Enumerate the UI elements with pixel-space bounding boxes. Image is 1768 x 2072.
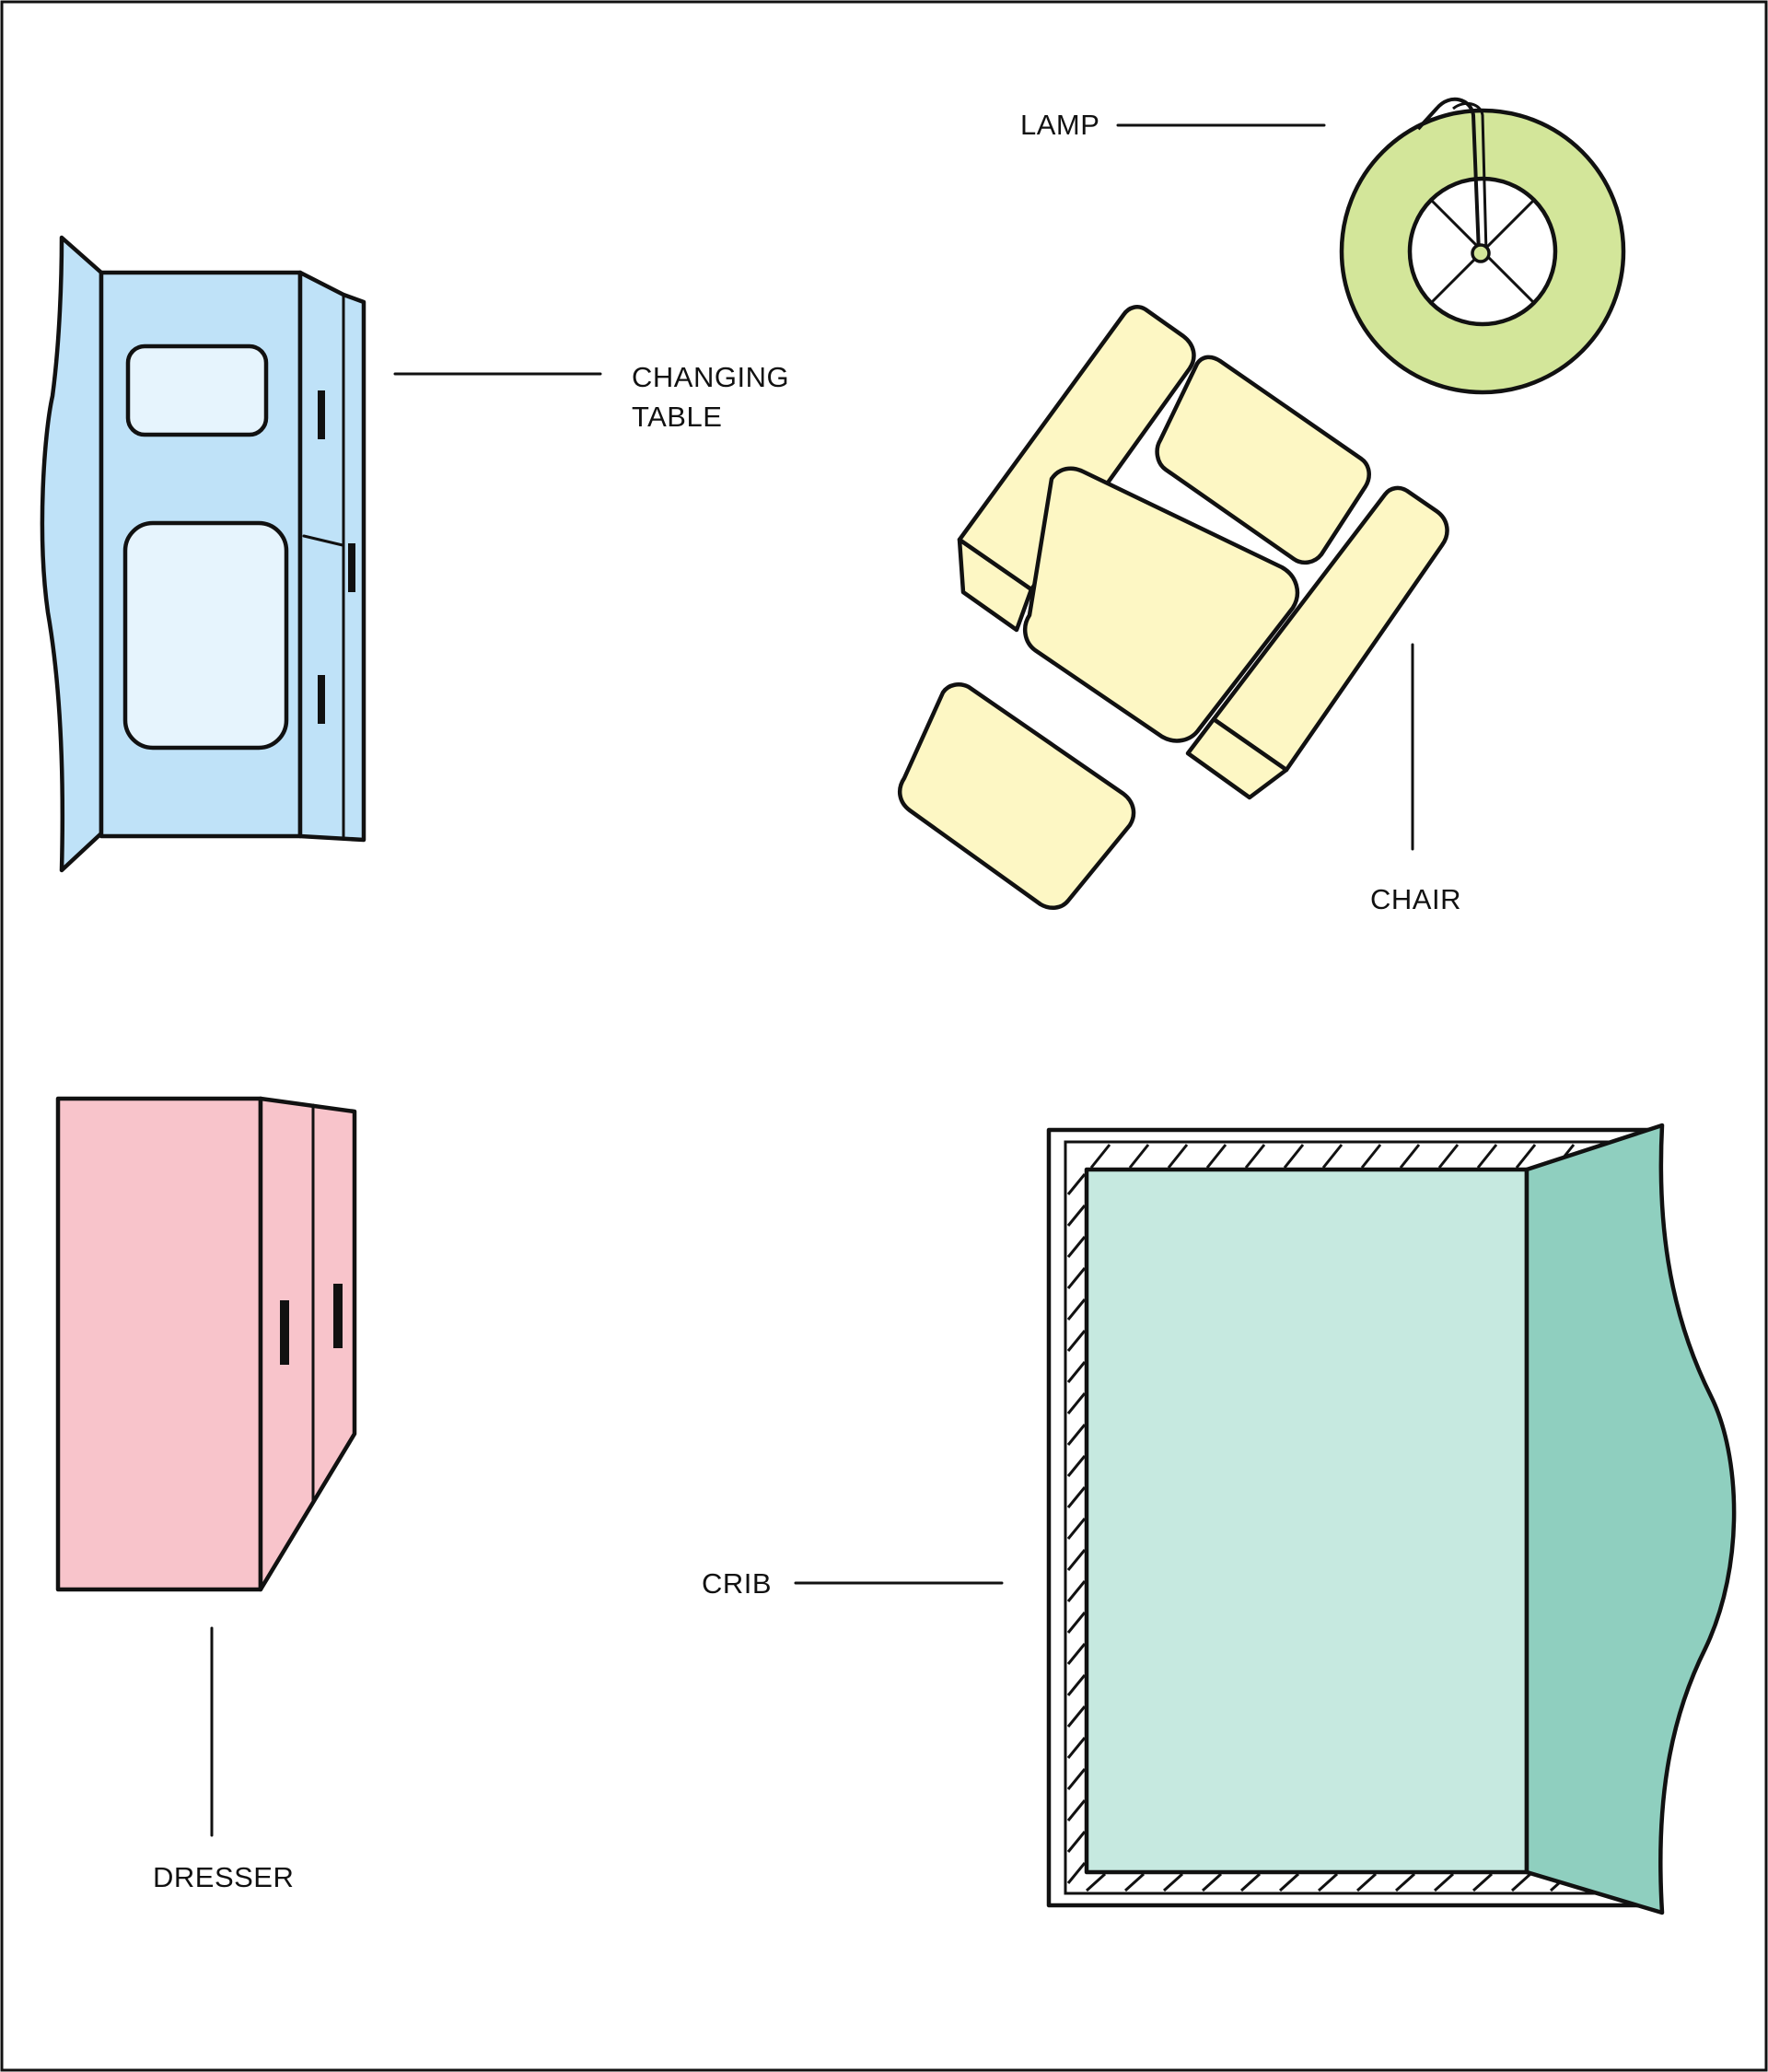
crib — [1046, 1123, 1737, 1915]
crib-slat — [1355, 1872, 1378, 1892]
crib-slat — [1066, 1173, 1087, 1195]
crib-slat — [1066, 1236, 1087, 1258]
crib-slat — [1476, 1144, 1498, 1169]
crib-slat — [1066, 1643, 1087, 1665]
chair — [897, 305, 1449, 910]
crib-slat — [1066, 1737, 1087, 1759]
changing-table-large-pad — [122, 520, 289, 751]
changing-table-drawer-split — [302, 534, 344, 547]
crib-slat — [1283, 1144, 1305, 1169]
dresser-label: DRESSER — [153, 1861, 294, 1893]
crib-slat — [1394, 1872, 1416, 1892]
crib-slat — [1066, 1392, 1087, 1414]
crib-slat — [1205, 1144, 1227, 1169]
crib-slat — [1437, 1144, 1460, 1169]
crib-slat — [1066, 1361, 1087, 1383]
chair-seat-cushion — [1022, 466, 1300, 743]
crib-slat — [1201, 1872, 1223, 1892]
crib-slat — [1066, 1549, 1087, 1571]
lamp-label: LAMP — [1020, 109, 1099, 141]
dresser-handle — [280, 1300, 289, 1365]
crib-slat — [1066, 1768, 1087, 1790]
crib-slat — [1085, 1872, 1107, 1892]
crib-slat — [1066, 1831, 1087, 1853]
crib-slat — [1515, 1144, 1537, 1169]
dresser — [55, 1096, 357, 1592]
crib-slat — [1066, 1455, 1087, 1477]
crib-slat — [1278, 1872, 1300, 1892]
dresser-handle — [333, 1284, 343, 1348]
chair-backrest — [1155, 355, 1371, 565]
crib-slat — [1321, 1144, 1343, 1169]
crib-slat — [1317, 1872, 1339, 1892]
crib-slat — [1066, 1580, 1087, 1602]
changing-table-small-pad — [125, 343, 269, 437]
chair-ottoman — [897, 682, 1136, 910]
crib-slat — [1066, 1205, 1087, 1227]
chair-right-arm — [1211, 485, 1449, 773]
lamp — [1339, 97, 1626, 395]
crib-mattress — [1084, 1167, 1530, 1875]
chair-label: CHAIR — [1370, 883, 1461, 915]
crib-slat — [1510, 1872, 1532, 1892]
crib-slat — [1066, 1799, 1087, 1822]
lamp-cord-inner — [1452, 101, 1488, 254]
dresser-top — [55, 1096, 263, 1592]
changing-table-handle — [318, 675, 325, 724]
crib-slat — [1128, 1144, 1150, 1169]
crib-slat — [1066, 1612, 1087, 1634]
changing-table-label-line1: CHANGING — [632, 361, 789, 393]
crib-slat — [1167, 1144, 1189, 1169]
crib-slat — [1066, 1674, 1087, 1696]
crib-slat — [1066, 1267, 1087, 1289]
crib-slat — [1066, 1330, 1087, 1352]
crib-slat — [1066, 1424, 1087, 1446]
crib-slat — [1066, 1705, 1087, 1728]
crib-slat — [1066, 1862, 1087, 1884]
crib-slat — [1244, 1144, 1266, 1169]
dresser-side — [258, 1096, 357, 1592]
crib-slat — [1399, 1144, 1421, 1169]
crib-slat — [1162, 1872, 1184, 1892]
crib-label: CRIB — [702, 1567, 772, 1600]
crib-drop-side — [1524, 1123, 1737, 1915]
changing-table-handle — [318, 390, 325, 439]
chair-left-arm — [957, 305, 1196, 592]
crib-slat — [1433, 1872, 1455, 1892]
lamp-cord — [1416, 97, 1481, 254]
crib-slat — [1066, 1518, 1087, 1540]
changing-table-label-line2: TABLE — [632, 401, 722, 433]
changing-table-handle — [348, 543, 355, 592]
changing-table-end-side — [297, 270, 366, 843]
crib-slat — [1066, 1486, 1087, 1508]
crib-slat — [1089, 1144, 1111, 1169]
crib-slat — [1123, 1872, 1146, 1892]
chair-right-arm-end — [1185, 716, 1289, 800]
crib-slat — [1360, 1144, 1382, 1169]
crib-slat — [1471, 1872, 1494, 1892]
crib-slat — [1239, 1872, 1262, 1892]
changing-table-curved-side — [40, 235, 104, 873]
changing-table — [40, 235, 366, 873]
crib-slat — [1066, 1298, 1087, 1321]
lamp-bulb-icon — [1471, 243, 1491, 263]
